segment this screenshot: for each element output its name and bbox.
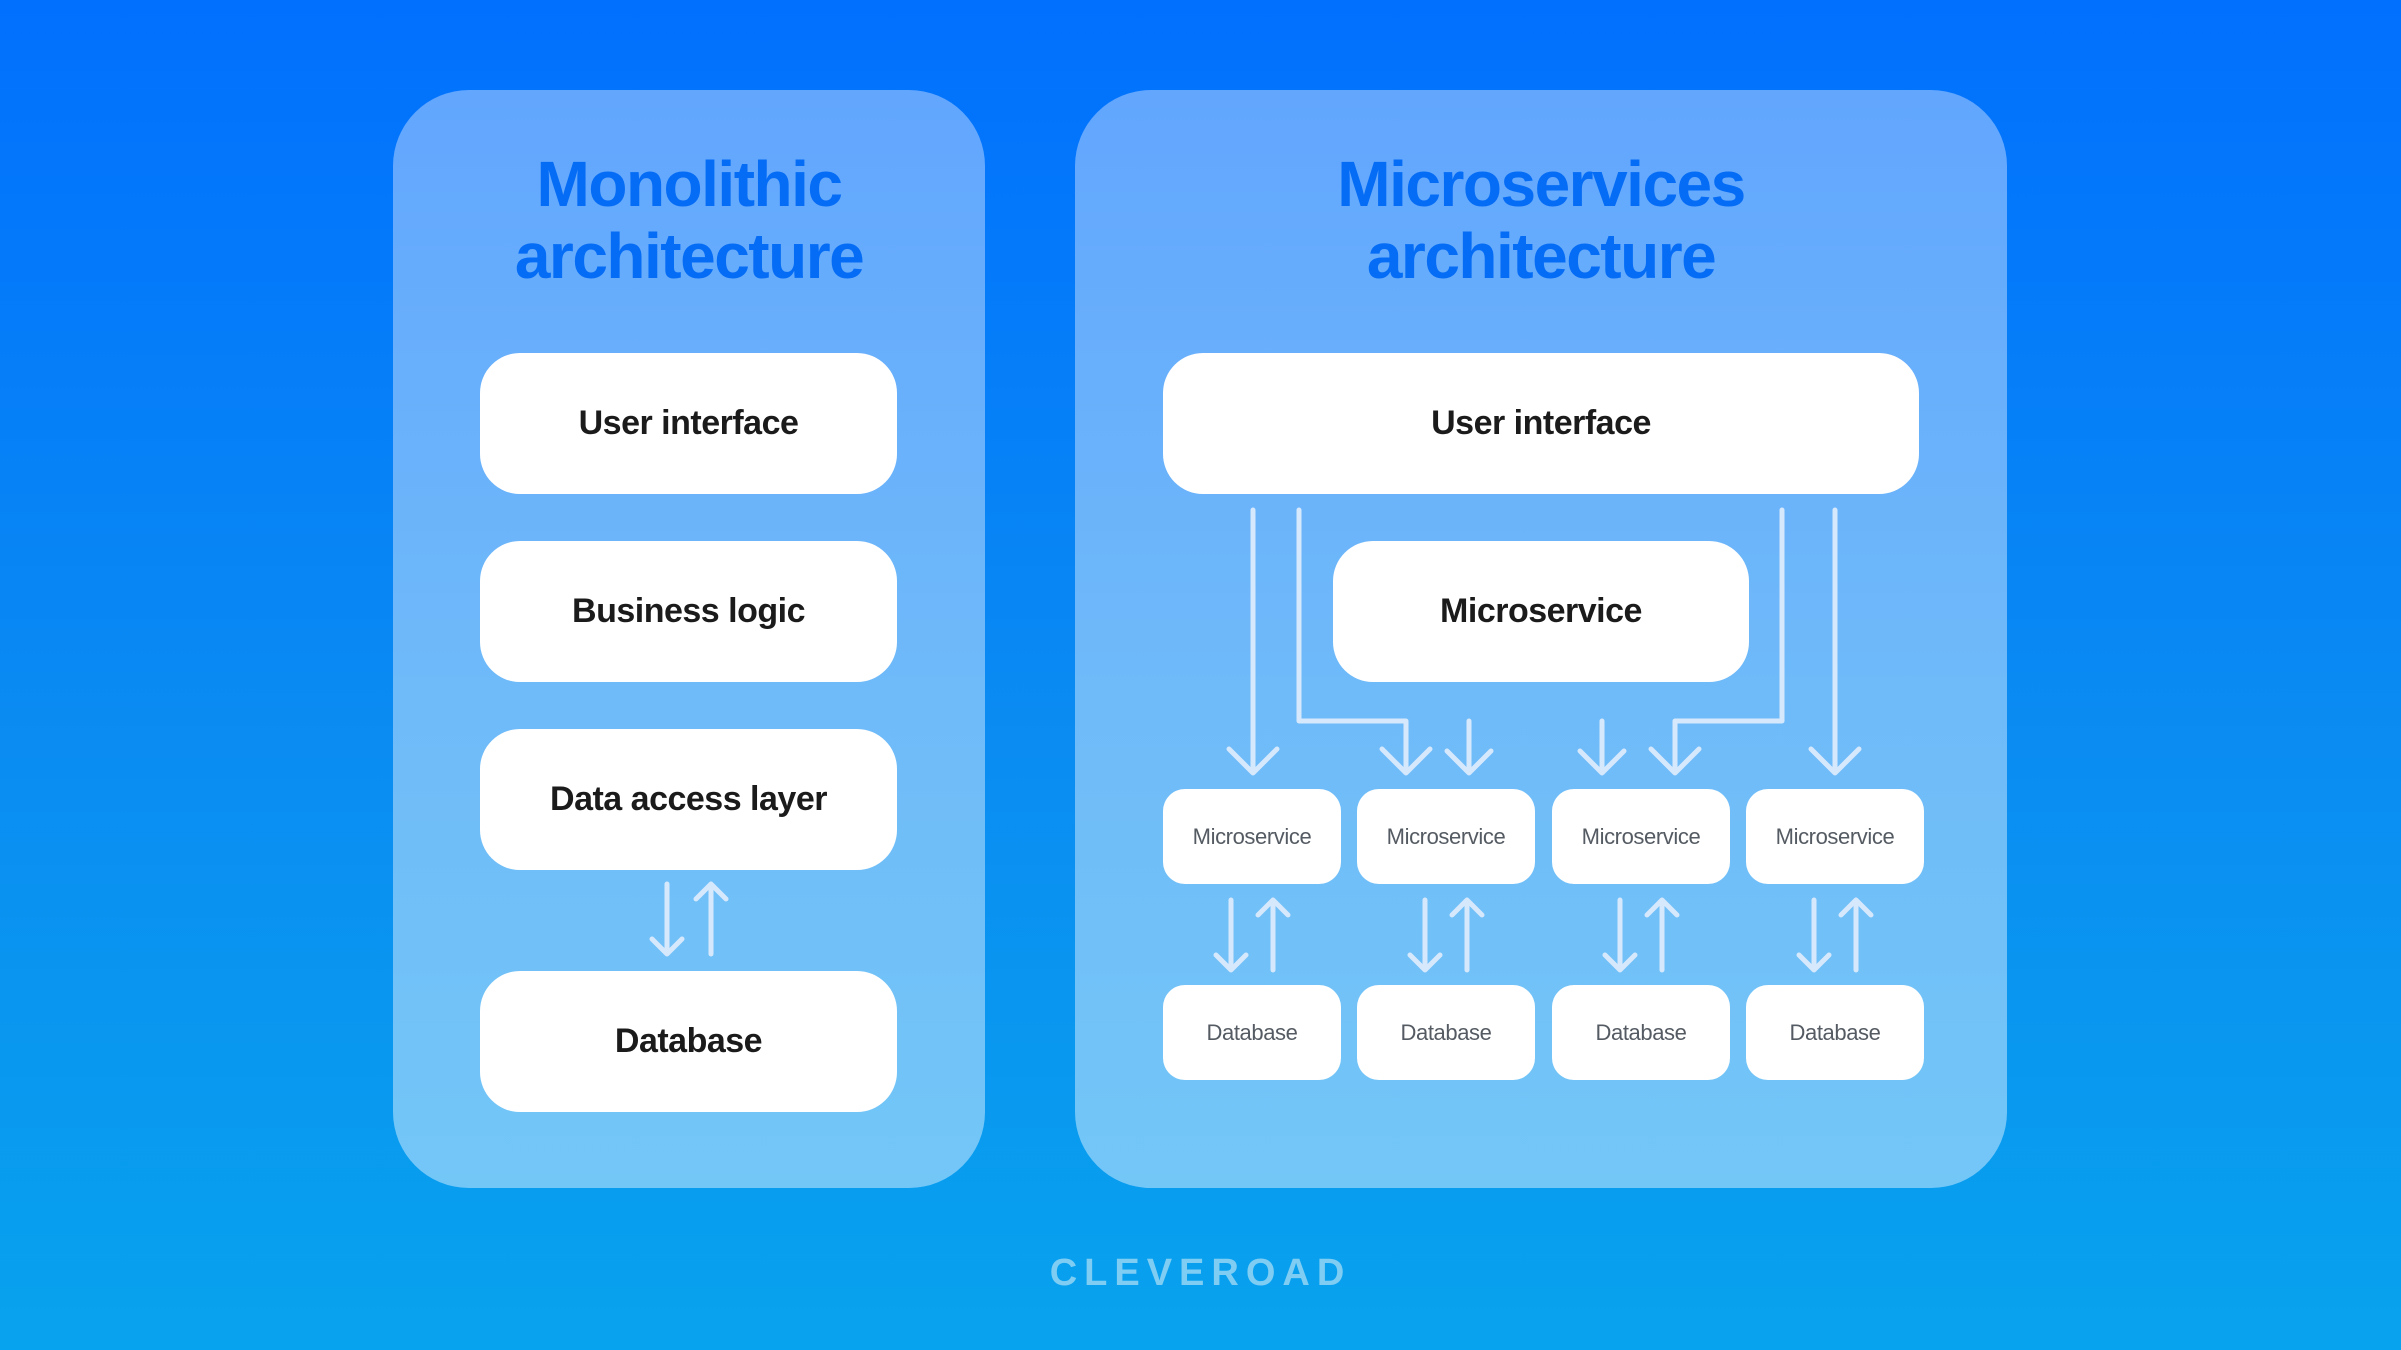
- arrow-ui-to-ms4: [1808, 507, 1862, 776]
- arrow-ui-to-ms1: [1226, 507, 1280, 776]
- database-box-1: Database: [1163, 985, 1341, 1080]
- database-box: Database: [480, 971, 897, 1112]
- monolithic-title-line1: Monolithic: [536, 148, 843, 220]
- monolithic-title-line2: architecture: [514, 220, 865, 292]
- cleveroad-logo: CLEVEROAD: [1049, 1252, 1352, 1294]
- data-access-layer-box: Data access layer: [480, 729, 897, 870]
- mono-bidirectional-arrow: [649, 881, 729, 957]
- microservices-panel: Microservices architecture User interfac…: [1075, 90, 2007, 1188]
- ms-db-arrow-2: [1407, 897, 1485, 973]
- ms-db-arrow-1: [1213, 897, 1291, 973]
- arrow-ui-to-ms3: [1648, 507, 1785, 776]
- business-logic-box: Business logic: [480, 541, 897, 682]
- microservice-box-1: Microservice: [1163, 789, 1341, 884]
- arrow-ui-to-ms2: [1296, 507, 1433, 776]
- database-box-3: Database: [1552, 985, 1730, 1080]
- microservice-box-3: Microservice: [1552, 789, 1730, 884]
- ms-db-arrow-4: [1796, 897, 1874, 973]
- microservices-title-line2: architecture: [1366, 220, 1717, 292]
- microservices-title-line1: Microservices: [1337, 148, 1746, 220]
- user-interface-box: User interface: [480, 353, 897, 494]
- monolithic-panel: Monolithic architecture User interface B…: [393, 90, 985, 1188]
- ms-user-interface-box: User interface: [1163, 353, 1919, 494]
- central-microservice-box: Microservice: [1333, 541, 1749, 682]
- microservices-title: Microservices architecture: [1075, 148, 2007, 292]
- ms-db-arrow-3: [1602, 897, 1680, 973]
- microservice-box-4: Microservice: [1746, 789, 1924, 884]
- arrow-central-to-ms2: [1444, 718, 1494, 776]
- monolithic-title: Monolithic architecture: [393, 148, 985, 292]
- arrow-central-to-ms3: [1577, 718, 1627, 776]
- database-box-2: Database: [1357, 985, 1535, 1080]
- microservice-box-2: Microservice: [1357, 789, 1535, 884]
- database-box-4: Database: [1746, 985, 1924, 1080]
